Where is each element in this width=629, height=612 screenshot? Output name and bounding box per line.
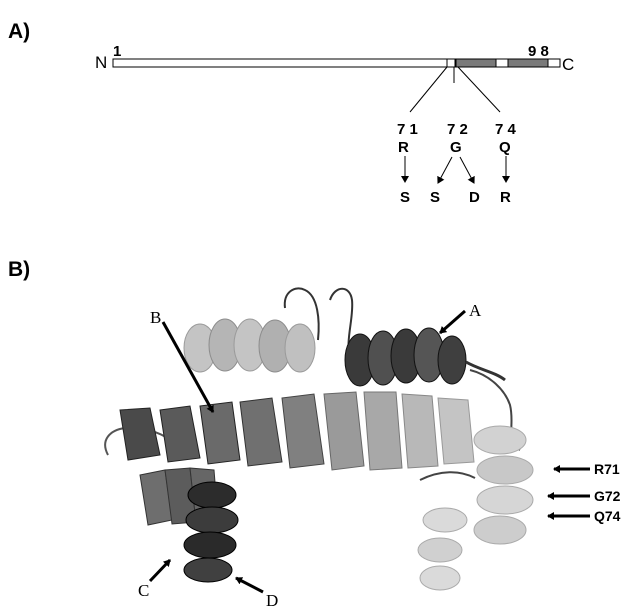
panel-a-label: A) <box>8 20 30 43</box>
panel-b-label: B) <box>8 258 30 281</box>
helix-label-d: D <box>266 591 278 610</box>
residue-label-r71: R71 <box>594 461 620 477</box>
mutation-position-q74: 7 4 <box>495 121 517 138</box>
helix-upper-light <box>184 319 315 372</box>
helix-segment <box>456 59 496 67</box>
zoom-line-right <box>458 67 500 112</box>
helix-b <box>120 392 474 470</box>
substitution-arrow <box>438 157 452 183</box>
wild-type-residue: R <box>398 139 409 156</box>
substitution-arrow <box>460 157 474 183</box>
wild-type-residue: Q <box>499 139 511 156</box>
substituted-residue: S <box>400 189 410 206</box>
c-terminus-label: C <box>562 55 574 74</box>
helix-a-arrow <box>440 311 465 333</box>
start-position-label: 1 <box>113 43 121 60</box>
substituted-residue: R <box>500 189 511 206</box>
coil-loop <box>420 472 475 480</box>
zoom-line-left <box>410 67 447 112</box>
helix-label-a: A <box>469 301 482 320</box>
mutation-region-box <box>447 59 455 67</box>
helix-label-b: B <box>150 308 161 327</box>
panel-b: B) <box>8 258 621 610</box>
wild-type-residue: G <box>450 139 462 156</box>
residue-label-q74: Q74 <box>594 508 621 524</box>
mutation-position-r71: 7 1 <box>397 121 418 138</box>
mutation-position-g72: 7 2 <box>447 121 468 138</box>
substituted-residue: D <box>469 189 480 206</box>
helix-c-arrow <box>150 560 170 581</box>
n-terminus-label: N <box>95 53 107 72</box>
end-position-label: 9 8 <box>528 43 549 60</box>
substituted-residue: S <box>430 189 440 206</box>
helix-d-arrow <box>236 578 263 592</box>
helix-segment <box>508 59 548 67</box>
residue-label-g72: G72 <box>594 488 621 504</box>
helix-a <box>345 328 505 386</box>
panel-a: A) N 1 9 8 C 7 1 7 2 7 4 R G Q S S D R <box>8 20 574 206</box>
helix-label-c: C <box>138 581 149 600</box>
helix-d <box>184 482 238 582</box>
